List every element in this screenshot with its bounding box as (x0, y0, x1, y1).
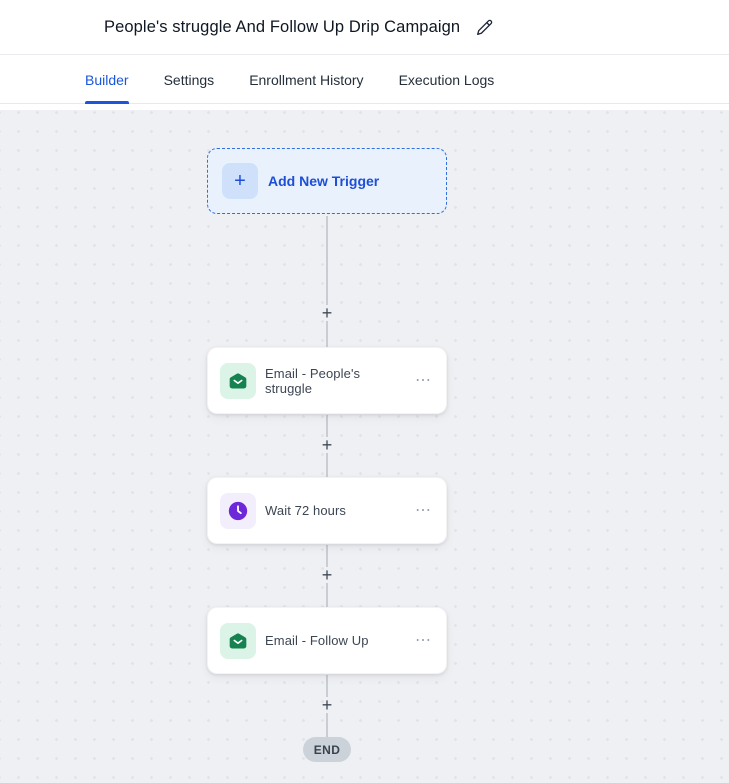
end-node: END (303, 737, 351, 762)
connector-line (326, 321, 328, 347)
tab-builder[interactable]: Builder (85, 56, 129, 104)
insert-step-button[interactable]: + (315, 433, 339, 457)
email-icon (220, 362, 256, 399)
tab-execution-logs[interactable]: Execution Logs (399, 56, 495, 103)
node-label: Email - People's struggle (265, 365, 361, 396)
tab-settings[interactable]: Settings (164, 56, 215, 103)
more-options-icon[interactable]: ⋯ (415, 629, 432, 653)
more-options-icon[interactable]: ⋯ (415, 369, 432, 393)
node-label: Wait 72 hours (265, 503, 347, 518)
connector-line (326, 545, 328, 567)
email-icon (220, 622, 256, 659)
insert-step-button[interactable]: + (315, 693, 339, 717)
header: People's struggle And Follow Up Drip Cam… (0, 0, 729, 55)
pencil-icon (475, 18, 494, 37)
tab-enrollment-history[interactable]: Enrollment History (249, 56, 363, 103)
page-title: People's struggle And Follow Up Drip Cam… (104, 17, 461, 36)
node-label: Email - Follow Up (265, 633, 369, 648)
connector-line (326, 415, 328, 437)
connector-line (326, 675, 328, 697)
clock-icon (220, 492, 256, 529)
edit-title-button[interactable] (473, 16, 496, 39)
connector-line (326, 583, 328, 607)
trigger-label: Add New Trigger (268, 173, 380, 189)
connector-line (326, 216, 328, 305)
flow-canvas[interactable]: + + + + + Add New Trigger Email - People… (0, 110, 729, 783)
node-email-peoples-struggle[interactable]: Email - People's struggle ⋯ (207, 347, 447, 414)
tab-bar: Builder Settings Enrollment History Exec… (0, 56, 729, 104)
more-options-icon[interactable]: ⋯ (415, 499, 432, 523)
plus-icon: + (222, 163, 258, 199)
insert-step-button[interactable]: + (315, 301, 339, 325)
node-email-follow-up[interactable]: Email - Follow Up ⋯ (207, 607, 447, 674)
connector-line (326, 713, 328, 737)
connector-line (326, 453, 328, 477)
add-new-trigger-button[interactable]: + Add New Trigger (207, 148, 447, 214)
title-wrap: People's struggle And Follow Up Drip Cam… (104, 16, 496, 39)
insert-step-button[interactable]: + (315, 563, 339, 587)
node-wait-72-hours[interactable]: Wait 72 hours ⋯ (207, 477, 447, 544)
